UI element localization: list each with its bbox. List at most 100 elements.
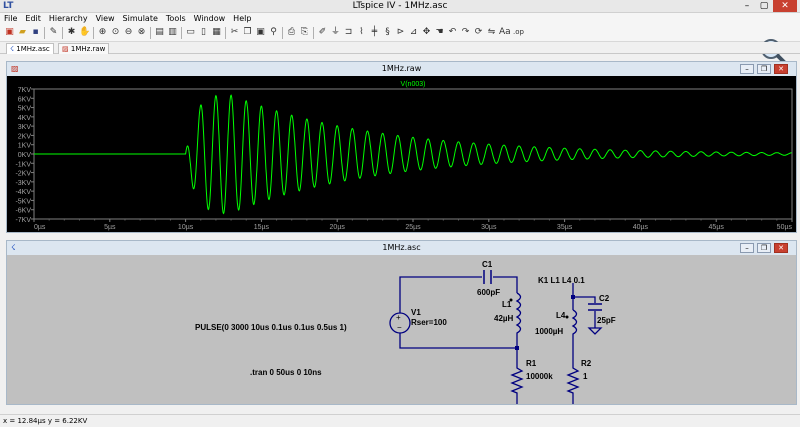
menu-simulate[interactable]: Simulate: [122, 14, 158, 23]
save-icon[interactable]: ▪: [32, 27, 39, 37]
r1-name: R1: [526, 359, 537, 368]
x-tick-label: 25µs: [405, 224, 421, 231]
x-tick-label: 15µs: [254, 224, 270, 231]
halt-icon[interactable]: ✋: [79, 27, 91, 37]
tab-label: 1MHz.asc: [16, 45, 50, 53]
wire-icon[interactable]: ✐: [318, 27, 327, 37]
l1-inductor-symbol[interactable]: [515, 292, 522, 338]
menu-file[interactable]: File: [4, 14, 18, 23]
waveform-tab-icon: ▨: [62, 45, 69, 53]
title-bar: LT LTspice IV - 1MHz.asc – ▢ ✕: [0, 0, 800, 13]
r1-value: 10000k: [526, 372, 553, 381]
tab-waveform[interactable]: ▨ 1MHz.raw: [58, 43, 110, 54]
schematic-restore-button[interactable]: ❐: [757, 243, 771, 253]
c2-capacitor-symbol[interactable]: [588, 303, 602, 311]
v1-name: V1: [411, 308, 421, 317]
l4-name: L4: [556, 311, 566, 320]
junction-dot: [515, 346, 519, 350]
new-schematic-icon[interactable]: ▣: [5, 27, 14, 37]
control-panel-icon[interactable]: ✎: [49, 27, 58, 37]
menu-view[interactable]: View: [95, 14, 115, 23]
tran-directive[interactable]: .tran 0 50us 0 10ns: [250, 368, 322, 377]
ltspice-app-icon: LT: [3, 1, 14, 11]
zoom-in-icon[interactable]: ⊕: [98, 27, 107, 37]
minimize-button[interactable]: –: [744, 1, 750, 11]
x-tick-label: 40µs: [633, 224, 649, 231]
waveform-minimize-button[interactable]: –: [740, 64, 754, 74]
trace-v-n003: [34, 94, 792, 215]
schematic-drawing[interactable]: PULSE(0 3000 10us 0.1us 0.1us 0.5us 1) .…: [7, 255, 796, 414]
pan-icon[interactable]: ⊙: [111, 27, 120, 37]
tile-vertical-icon[interactable]: ▯: [201, 27, 206, 37]
menu-help[interactable]: Help: [233, 14, 252, 23]
y-tick-label: 4KV: [18, 115, 32, 122]
close-button[interactable]: ✕: [773, 0, 797, 12]
y-tick-label: -3KV: [15, 180, 31, 187]
waveform-restore-button[interactable]: ❐: [757, 64, 771, 74]
waveform-window-icon: ▨: [11, 64, 19, 73]
drag-icon[interactable]: ☚: [435, 27, 444, 37]
diode-icon[interactable]: ⊳: [396, 27, 405, 37]
schematic-minimize-button[interactable]: –: [740, 243, 754, 253]
autorange-icon[interactable]: ▤: [155, 27, 164, 37]
v1-source-symbol[interactable]: + −: [389, 312, 411, 334]
label-net-icon[interactable]: ⊐: [344, 27, 353, 37]
y-tick-label: -5KV: [15, 198, 31, 205]
menu-tools[interactable]: Tools: [165, 14, 186, 23]
r2-resistor-symbol[interactable]: [566, 365, 580, 395]
component-icon[interactable]: ⊿: [409, 27, 418, 37]
tile-horizontal-icon[interactable]: ▭: [186, 27, 195, 37]
cascade-icon[interactable]: ▦: [212, 27, 221, 37]
print-preview-icon[interactable]: ⎙: [287, 27, 296, 37]
paste-icon[interactable]: ▣: [256, 27, 265, 37]
tab-schematic[interactable]: ☇ 1MHz.asc: [6, 43, 54, 54]
maximize-button[interactable]: ▢: [759, 1, 769, 11]
undo-icon[interactable]: ↶: [448, 27, 457, 37]
menu-window[interactable]: Window: [193, 14, 226, 23]
redo-icon[interactable]: ↷: [461, 27, 470, 37]
x-tick-label: 50µs: [777, 224, 793, 231]
schematic-window-titlebar[interactable]: ☇ 1MHz.asc – ❐ ✕: [7, 241, 796, 255]
ground-symbol: [587, 327, 603, 335]
spice-directive-icon[interactable]: .op: [513, 28, 524, 36]
waveform-close-button[interactable]: ✕: [774, 64, 788, 74]
rotate-icon[interactable]: ⟳: [474, 27, 483, 37]
svg-text:+: +: [396, 313, 401, 322]
coupling-directive[interactable]: K1 L1 L4 0.1: [538, 276, 585, 285]
r1-resistor-symbol[interactable]: [510, 365, 524, 395]
zoom-fit-icon[interactable]: ⊗: [137, 27, 146, 37]
cut-icon[interactable]: ✂: [230, 27, 239, 37]
pulse-directive[interactable]: PULSE(0 3000 10us 0.1us 0.1us 0.5us 1): [195, 323, 347, 332]
junction-dot: [571, 295, 575, 299]
waveform-plot[interactable]: 7KV6KV5KV4KV3KV2KV1KV0KV-1KV-2KV-3KV-4KV…: [7, 76, 796, 232]
find-icon[interactable]: ⚲: [270, 27, 277, 37]
l4-inductor-symbol[interactable]: [571, 309, 578, 338]
c1-value: 600pF: [477, 288, 500, 297]
menu-hierarchy[interactable]: Hierarchy: [48, 14, 88, 23]
inductor-icon[interactable]: §: [385, 27, 390, 37]
copy-icon[interactable]: ❐: [243, 27, 252, 37]
resistor-icon[interactable]: ⌇: [359, 27, 364, 37]
text-icon[interactable]: Aa: [499, 27, 511, 37]
schematic-canvas[interactable]: PULSE(0 3000 10us 0.1us 0.1us 0.5us 1) .…: [7, 255, 796, 414]
waveform-window-titlebar[interactable]: ▨ 1MHz.raw – ❐ ✕: [7, 62, 796, 76]
capacitor-icon[interactable]: ╪: [371, 27, 378, 37]
open-icon[interactable]: ▰: [19, 27, 26, 37]
mirror-icon[interactable]: ⇋: [487, 27, 496, 37]
y-tick-label: -4KV: [15, 189, 31, 196]
zoom-out-icon[interactable]: ⊖: [124, 27, 133, 37]
move-icon[interactable]: ✥: [422, 27, 431, 37]
print-icon[interactable]: ⎘: [300, 27, 309, 37]
c1-capacitor-symbol[interactable]: [483, 270, 492, 284]
run-icon[interactable]: ✱: [67, 27, 76, 37]
menu-edit[interactable]: Edit: [25, 14, 41, 23]
x-tick-label: 10µs: [178, 224, 194, 231]
pick-visible-traces-icon[interactable]: ▥: [168, 27, 177, 37]
schematic-close-button[interactable]: ✕: [774, 243, 788, 253]
schematic-window-title: 1MHz.asc: [382, 243, 421, 252]
y-tick-label: -7KV: [15, 217, 31, 224]
ground-icon[interactable]: ⏚: [330, 27, 340, 37]
y-tick-label: 1KV: [18, 143, 32, 150]
y-tick-label: 3KV: [18, 124, 32, 131]
